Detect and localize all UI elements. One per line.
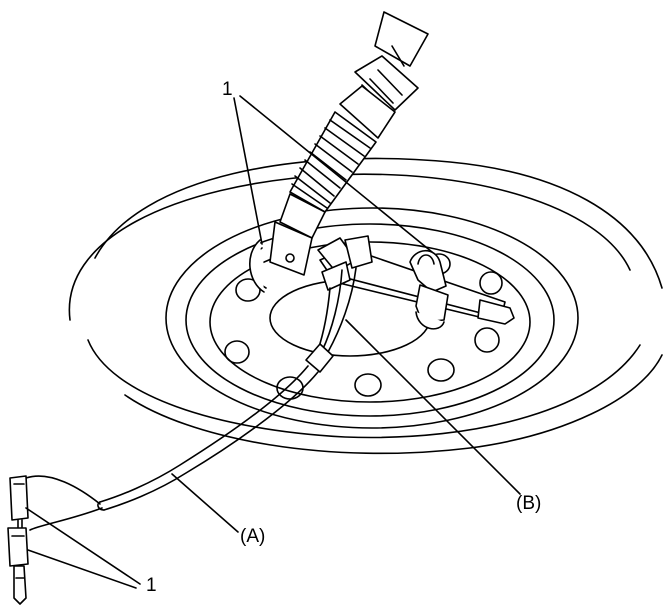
leader-1-bottom-lower — [27, 549, 137, 589]
callout-1-bottom: 1 — [146, 575, 157, 596]
cable-sleeve — [305, 343, 334, 373]
plugs — [7, 475, 29, 605]
cable-a — [25, 267, 357, 531]
connector-block — [317, 235, 373, 291]
cable-main-upper — [99, 365, 309, 503]
probe-clamp — [269, 221, 313, 276]
tire-tread-line — [87, 339, 641, 439]
probe-sleeve — [354, 55, 419, 111]
plug-lower — [7, 527, 29, 567]
leader-lines — [25, 95, 521, 589]
probe-upper — [249, 11, 429, 293]
lead-upper — [25, 475, 101, 505]
wire-split-right — [327, 267, 357, 353]
rim-inner — [209, 241, 531, 403]
probe-rod — [319, 247, 515, 330]
probe-tag — [374, 11, 429, 67]
rod-tip — [477, 299, 515, 325]
callout-b: (B) — [516, 493, 542, 514]
lead-lower — [29, 507, 103, 531]
rim — [165, 207, 579, 429]
callout-1-top: 1 — [222, 79, 233, 100]
tire — [68, 157, 663, 455]
leader-1-top-left — [233, 97, 263, 245]
rim-mid — [185, 223, 555, 417]
plug-upper — [9, 475, 29, 521]
cable-main-lower — [103, 371, 319, 511]
plug-pin — [13, 565, 27, 605]
leader-1-bottom-upper — [25, 507, 141, 585]
rim-outer — [165, 207, 579, 429]
leader-a — [171, 473, 239, 533]
wire-split-left — [317, 287, 331, 351]
tire-outer-edge-lower — [124, 354, 663, 455]
leader-b — [345, 319, 521, 495]
probe-body — [339, 85, 396, 139]
leader-1-top-right — [239, 95, 433, 253]
tire-outer-edge — [94, 157, 663, 289]
callout-a: (A) — [240, 526, 266, 547]
